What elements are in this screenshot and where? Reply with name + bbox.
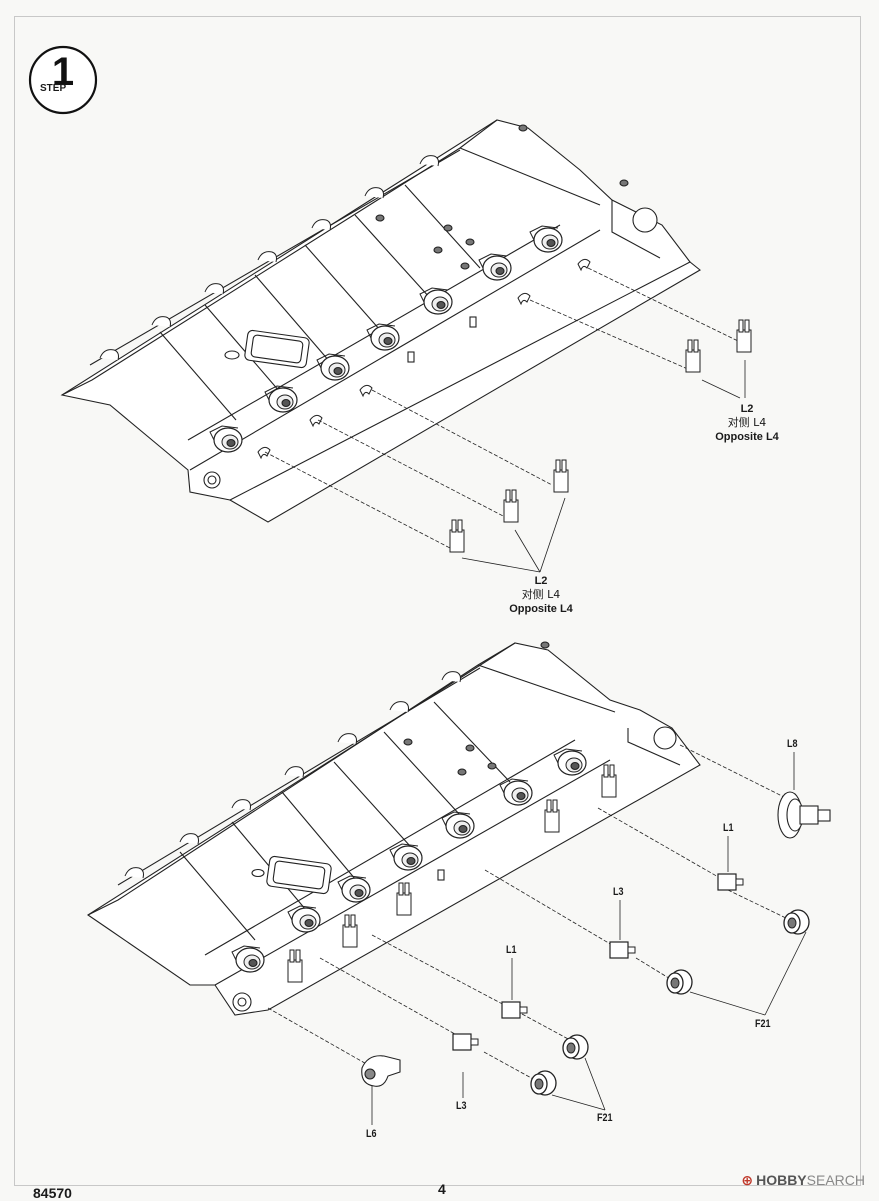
callout-part-label: L2	[740, 403, 754, 415]
kit-number: 84570	[33, 1185, 72, 1201]
top-leader-lines	[264, 267, 741, 549]
watermark-suffix: SEARCH	[806, 1172, 865, 1188]
label-l8: L8	[787, 738, 798, 750]
label-l3-right: L3	[613, 886, 624, 898]
label-f21-left: F21	[597, 1112, 613, 1124]
callout-part-label: L2	[534, 575, 548, 587]
page-frame	[14, 16, 861, 1186]
watermark: ⊕HOBBYSEARCH	[741, 1172, 865, 1189]
step-badge: 1 STEP	[30, 48, 96, 114]
bottom-hull-assembly	[87, 641, 701, 1016]
top-callout-lower: L2 对侧 L4 Opposite L4	[505, 574, 577, 616]
label-l6: L6	[366, 1128, 377, 1140]
watermark-brand: HOBBY	[756, 1172, 807, 1188]
callout-opposite-cn: 对侧 L4	[521, 588, 561, 601]
step-number: 1	[51, 50, 75, 94]
callout-opposite-cn: 对侧 L4	[727, 416, 767, 429]
top-callout-right: L2 对侧 L4 Opposite L4	[712, 402, 782, 444]
top-hull-assembly	[60, 119, 701, 523]
label-l3-left: L3	[456, 1100, 467, 1112]
label-f21-right: F21	[755, 1018, 771, 1030]
step-badge-ring	[28, 45, 98, 115]
step-word: STEP	[40, 83, 67, 94]
top-callout-pointers	[461, 360, 746, 573]
callout-opposite-en: Opposite L4	[715, 431, 779, 443]
bottom-parts	[361, 791, 831, 1096]
page-number: 4	[438, 1181, 446, 1197]
bottom-callout-pointers	[371, 752, 807, 1125]
bottom-leader-lines	[267, 744, 791, 1081]
label-l1-right: L1	[723, 822, 734, 834]
hobby-search-logo-icon: ⊕	[741, 1172, 754, 1188]
label-l1-left: L1	[506, 944, 517, 956]
callout-opposite-en: Opposite L4	[509, 603, 573, 615]
